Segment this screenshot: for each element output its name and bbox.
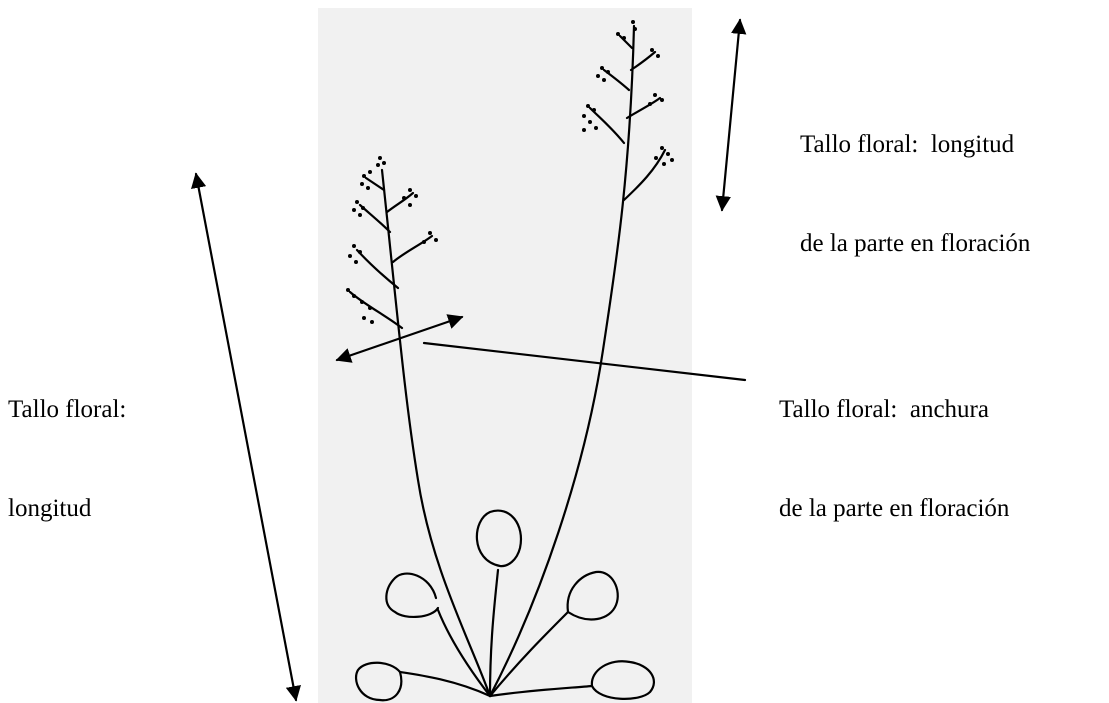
flowering-part-length-label-line2: de la parte en floración: [800, 227, 1030, 260]
stalk-length-arrow: [196, 174, 296, 700]
stalk-length-label: Tallo floral: longitud: [8, 327, 126, 591]
flowering-part-length-label-line1: Tallo floral: longitud: [800, 128, 1030, 161]
flowering-part-length-arrow: [722, 20, 740, 210]
flowering-part-width-label-line1: Tallo floral: anchura: [779, 393, 1009, 426]
flowering-part-width-label-line2: de la parte en floración: [779, 492, 1009, 525]
flowering-part-width-label: Tallo floral: anchura de la parte en flo…: [779, 327, 1009, 591]
flowering-part-length-label: Tallo floral: longitud de la parte en fl…: [800, 62, 1030, 326]
stalk-length-label-line2: longitud: [8, 492, 126, 525]
stalk-length-label-line1: Tallo floral:: [8, 393, 126, 426]
